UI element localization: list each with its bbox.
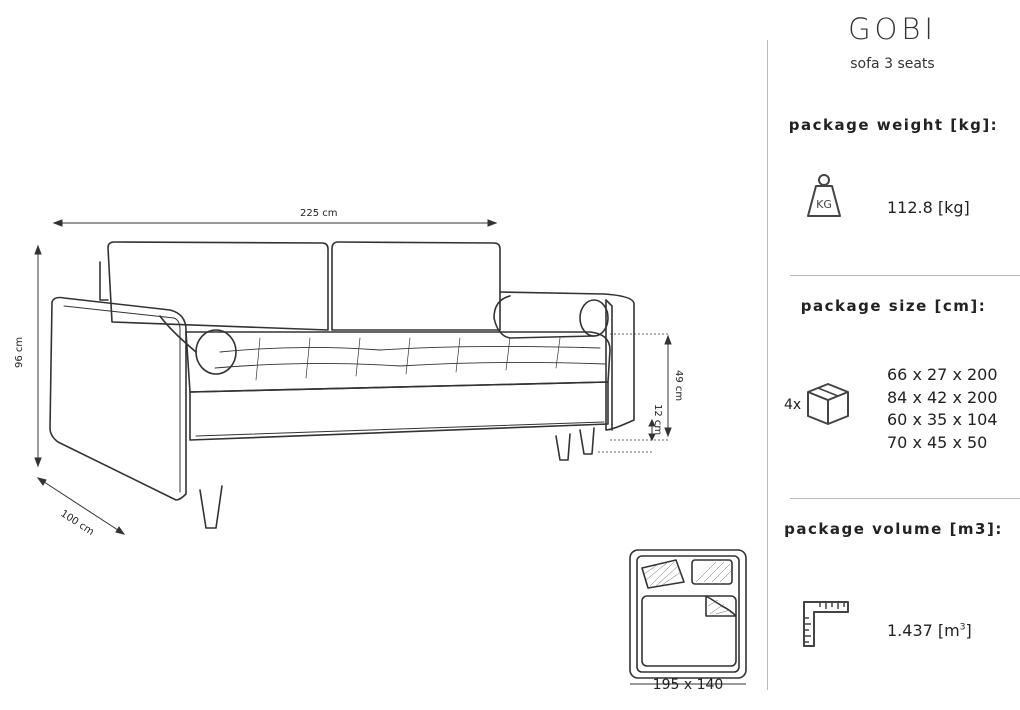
- package-weight-heading: package weight [kg]:: [788, 116, 999, 134]
- section-divider-1: [790, 275, 1020, 276]
- ruler-corner-icon: [802, 600, 850, 652]
- sofa-leg: [555, 433, 571, 461]
- width-dimension-label: 225 cm: [300, 208, 338, 219]
- package-weight-value: 112.8 [kg]: [887, 198, 970, 217]
- package-volume-heading: package volume [m3]:: [784, 520, 1003, 538]
- package-volume-value: 1.437 [m3]: [887, 621, 972, 640]
- section-divider-2: [790, 498, 1020, 499]
- package-quantity: 4x: [784, 397, 802, 413]
- package-size-item: 66 x 27 x 200: [887, 365, 998, 384]
- sofa-base: [189, 381, 609, 441]
- sleeping-area-label: 195 x 140: [652, 677, 724, 693]
- right-armrest: [499, 291, 635, 431]
- back-cushion-right: [331, 241, 501, 331]
- package-box-icon: [804, 380, 852, 432]
- package-size-heading: package size [cm]:: [800, 297, 987, 315]
- bolster-right: [579, 299, 609, 337]
- product-title: GOBI: [848, 12, 937, 46]
- svg-text:KG: KG: [816, 198, 832, 211]
- product-subtitle: sofa 3 seats: [850, 56, 935, 72]
- height-dimension-label: 96 cm: [14, 337, 25, 368]
- seat-height-dimension-label: 49 cm: [673, 370, 684, 401]
- sofa-leg: [199, 485, 223, 529]
- sofa-leg: [579, 427, 595, 455]
- back-cushion-left: [107, 241, 329, 331]
- bolster-left: [195, 329, 237, 375]
- seat-cushion: [185, 331, 611, 393]
- package-size-item: 70 x 45 x 50: [887, 432, 988, 452]
- package-size-list: 66 x 27 x 200 84 x 42 x 200 60 x 35 x 10…: [887, 364, 998, 454]
- leg-height-dimension-label: 12 cm: [652, 404, 663, 435]
- sofa-drawing: 225 cm 96 cm 100 cm 49 cm 12 cm: [14, 208, 684, 538]
- vertical-divider: [767, 40, 768, 690]
- weight-kg-icon: KG: [806, 172, 846, 224]
- depth-dimension-label: 100 cm: [58, 508, 95, 538]
- package-size-item: 60 x 35 x 104: [887, 410, 998, 429]
- left-armrest: [49, 296, 187, 501]
- bed-layout-icon: [629, 549, 747, 685]
- package-size-item: 84 x 42 x 200: [887, 387, 998, 407]
